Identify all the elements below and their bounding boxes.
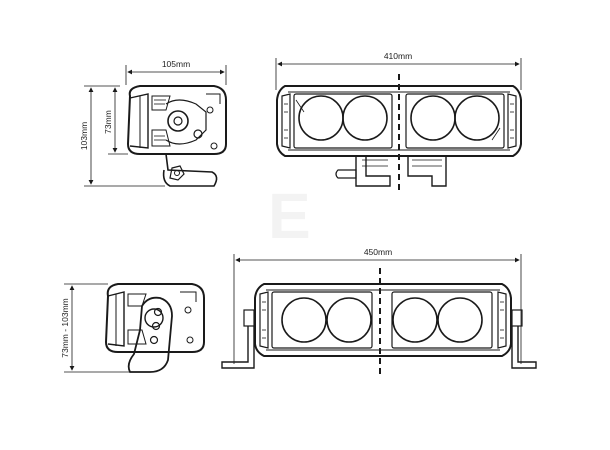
lens-reflector bbox=[410, 95, 456, 141]
lens-reflector bbox=[326, 297, 372, 343]
dim-73mm: 73mm bbox=[103, 110, 113, 134]
dim-73-103mm: 73mm - 103mm bbox=[60, 298, 70, 358]
front-view-top: 410mm bbox=[275, 51, 522, 194]
lens-reflector bbox=[392, 297, 438, 343]
dim-105mm: 105mm bbox=[162, 59, 190, 69]
dim-450mm: 450mm bbox=[364, 247, 392, 257]
lens-reflector bbox=[298, 95, 344, 141]
front-view-bottom: 450mm bbox=[221, 247, 537, 378]
lens-reflector bbox=[437, 297, 483, 343]
side-view-bottom: 73mm - 103mm bbox=[60, 283, 205, 373]
lens-reflector bbox=[454, 95, 500, 141]
watermark-logo: E bbox=[268, 180, 311, 252]
lens-reflector bbox=[281, 297, 327, 343]
dim-103mm: 103mm bbox=[79, 122, 89, 150]
lens-reflector bbox=[342, 95, 388, 141]
side-view-top: 105mm 103mm 73mm bbox=[79, 59, 227, 187]
dim-410mm: 410mm bbox=[384, 51, 412, 61]
